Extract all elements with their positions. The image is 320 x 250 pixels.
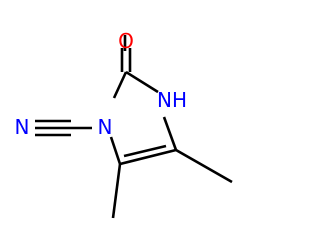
bond-c2-nh — [125, 70, 159, 94]
bond-c2-n1 — [112, 71, 128, 99]
bond-c4-c5-a — [119, 148, 177, 166]
atom-layer: O NH N N — [15, 29, 187, 139]
bond-layer — [35, 35, 233, 219]
bond-nh-c4 — [162, 116, 178, 151]
atom-n-ring: N — [98, 115, 113, 139]
atom-oxygen: O — [118, 29, 134, 53]
chemical-structure: O NH N N — [15, 29, 233, 219]
bond-c5-n1 — [109, 136, 122, 165]
bond-c5-methyl — [111, 163, 122, 219]
bond-c4-c5-b — [123, 144, 167, 158]
bond-c4-methyl — [175, 148, 233, 184]
atom-n-nitrile: N — [15, 115, 30, 139]
atom-nh: NH — [157, 88, 187, 112]
